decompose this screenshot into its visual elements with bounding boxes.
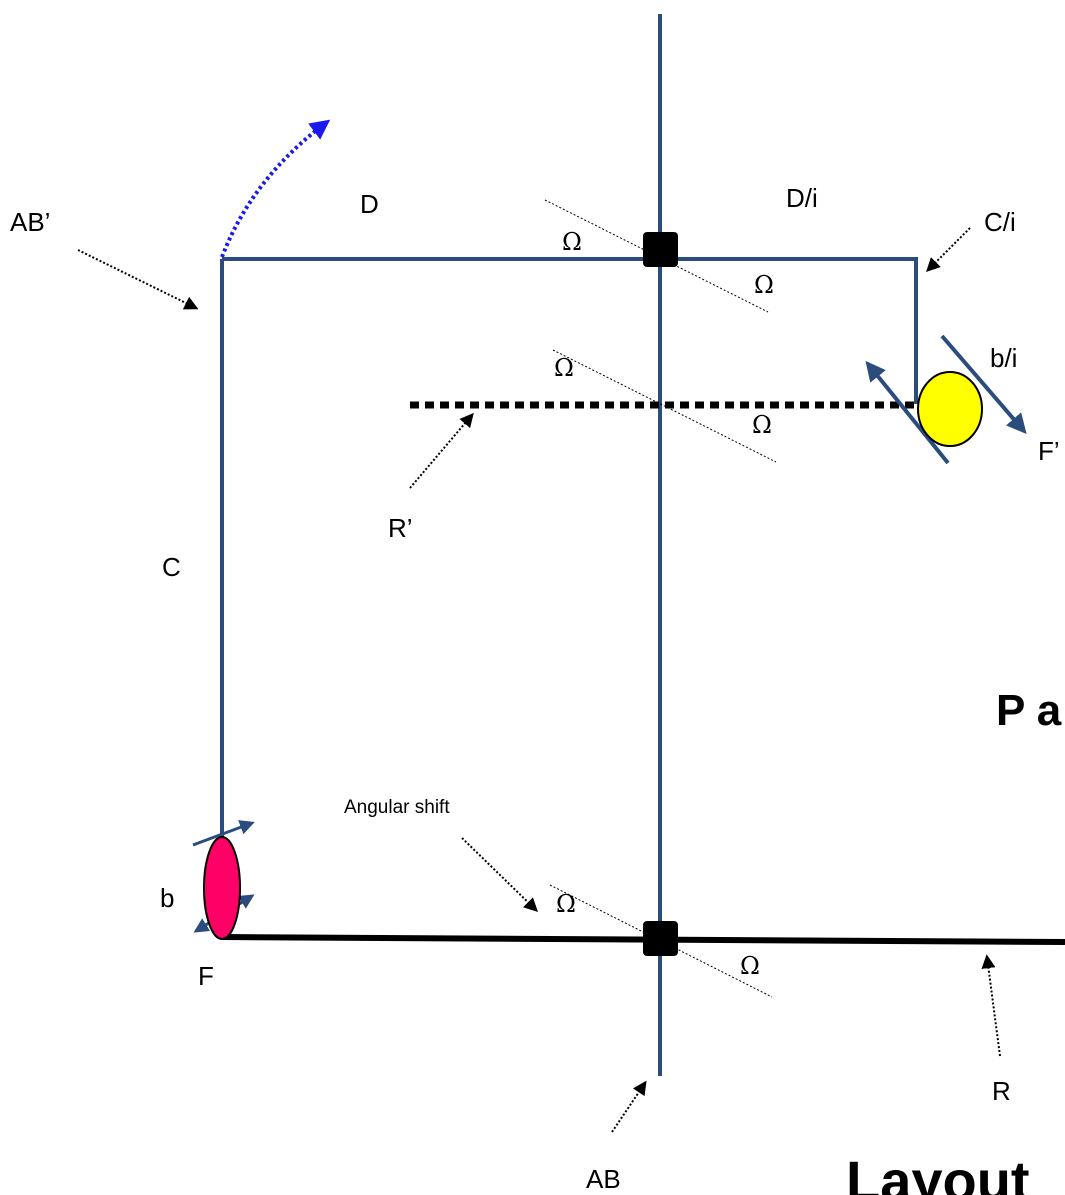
mirror-b-i-arrow-left: [865, 360, 950, 465]
label-layout: Layout: [846, 1149, 1030, 1195]
label-f-prime: F’: [1038, 436, 1060, 466]
omega-bottom-left: Ω: [556, 890, 576, 918]
omega-top-right: Ω: [754, 271, 774, 299]
label-f: F: [198, 961, 214, 991]
label-r-prime: R’: [388, 513, 413, 543]
omega-top-left: Ω: [562, 228, 582, 256]
mirror-b-i-arrow-right: [940, 334, 1027, 435]
pointer-r: [981, 954, 1001, 1057]
pointer-angular-shift: [461, 837, 539, 912]
label-d: D: [360, 189, 379, 219]
omega-mid-right: Ω: [752, 411, 772, 439]
label-b: b: [160, 883, 174, 913]
label-ab: AB: [586, 1164, 621, 1194]
pointer-c-i: [926, 227, 971, 272]
omega-bottom-right: Ω: [740, 952, 760, 980]
pointer-ab-prime: [77, 249, 199, 310]
label-ab-prime: AB’: [10, 207, 50, 237]
yellow-circle-mirror: [917, 371, 983, 447]
label-d-i: D/i: [786, 183, 818, 213]
joint-bottom: [643, 921, 678, 956]
pointer-r-prime: [409, 412, 474, 489]
omega-mid-left: Ω: [554, 354, 574, 382]
label-c-i: C/i: [984, 207, 1016, 237]
angle-line-middle: [552, 349, 777, 463]
curved-dotted-arrow-icon: [220, 119, 331, 258]
label-c: C: [162, 552, 181, 582]
label-partial-right: P a: [996, 686, 1062, 735]
label-b-i: b/i: [990, 343, 1017, 373]
pink-ellipse-mirror: [203, 836, 241, 940]
pointer-ab: [611, 1080, 647, 1133]
label-angular-shift: Angular shift: [344, 797, 450, 818]
label-r: R: [992, 1076, 1011, 1106]
mirror-b-arrow-2: [192, 820, 255, 847]
joint-top: [643, 232, 678, 267]
